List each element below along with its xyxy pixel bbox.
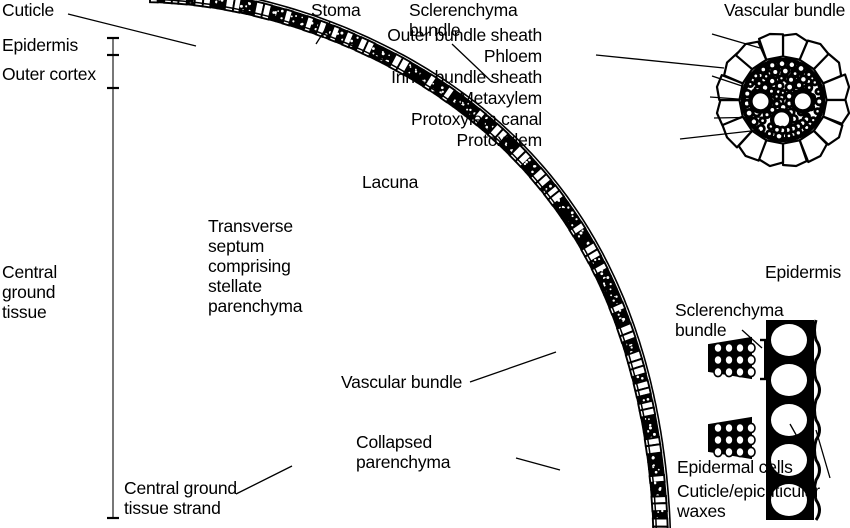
label-outer-bundle-sheath: Outer bundle sheath	[387, 25, 542, 45]
label-outer-cortex: Outer cortex	[2, 64, 96, 84]
label-protoxylem: Protoxylem	[456, 130, 542, 150]
label-stoma: Stoma	[311, 0, 361, 20]
label-vascular-bundle-center: Vascular bundle	[341, 372, 463, 392]
label-phloem: Phloem	[483, 46, 542, 66]
label-lacuna: Lacuna	[362, 172, 419, 192]
label-epidermis-inset-title: Epidermis	[765, 262, 842, 282]
label-metaxylem: Metaxylem	[459, 88, 542, 108]
label-epidermis: Epidermis	[2, 35, 79, 55]
label-protoxylem-canal: Protoxylem canal	[410, 109, 542, 129]
label-cuticle: Cuticle	[2, 0, 55, 20]
label-vascular-bundle-inset-title: Vascular bundle	[724, 0, 846, 20]
label-inner-bundle-sheath: Inner bundle sheath	[391, 67, 542, 87]
label-epidermal-cells: Epidermal cells	[677, 457, 793, 477]
